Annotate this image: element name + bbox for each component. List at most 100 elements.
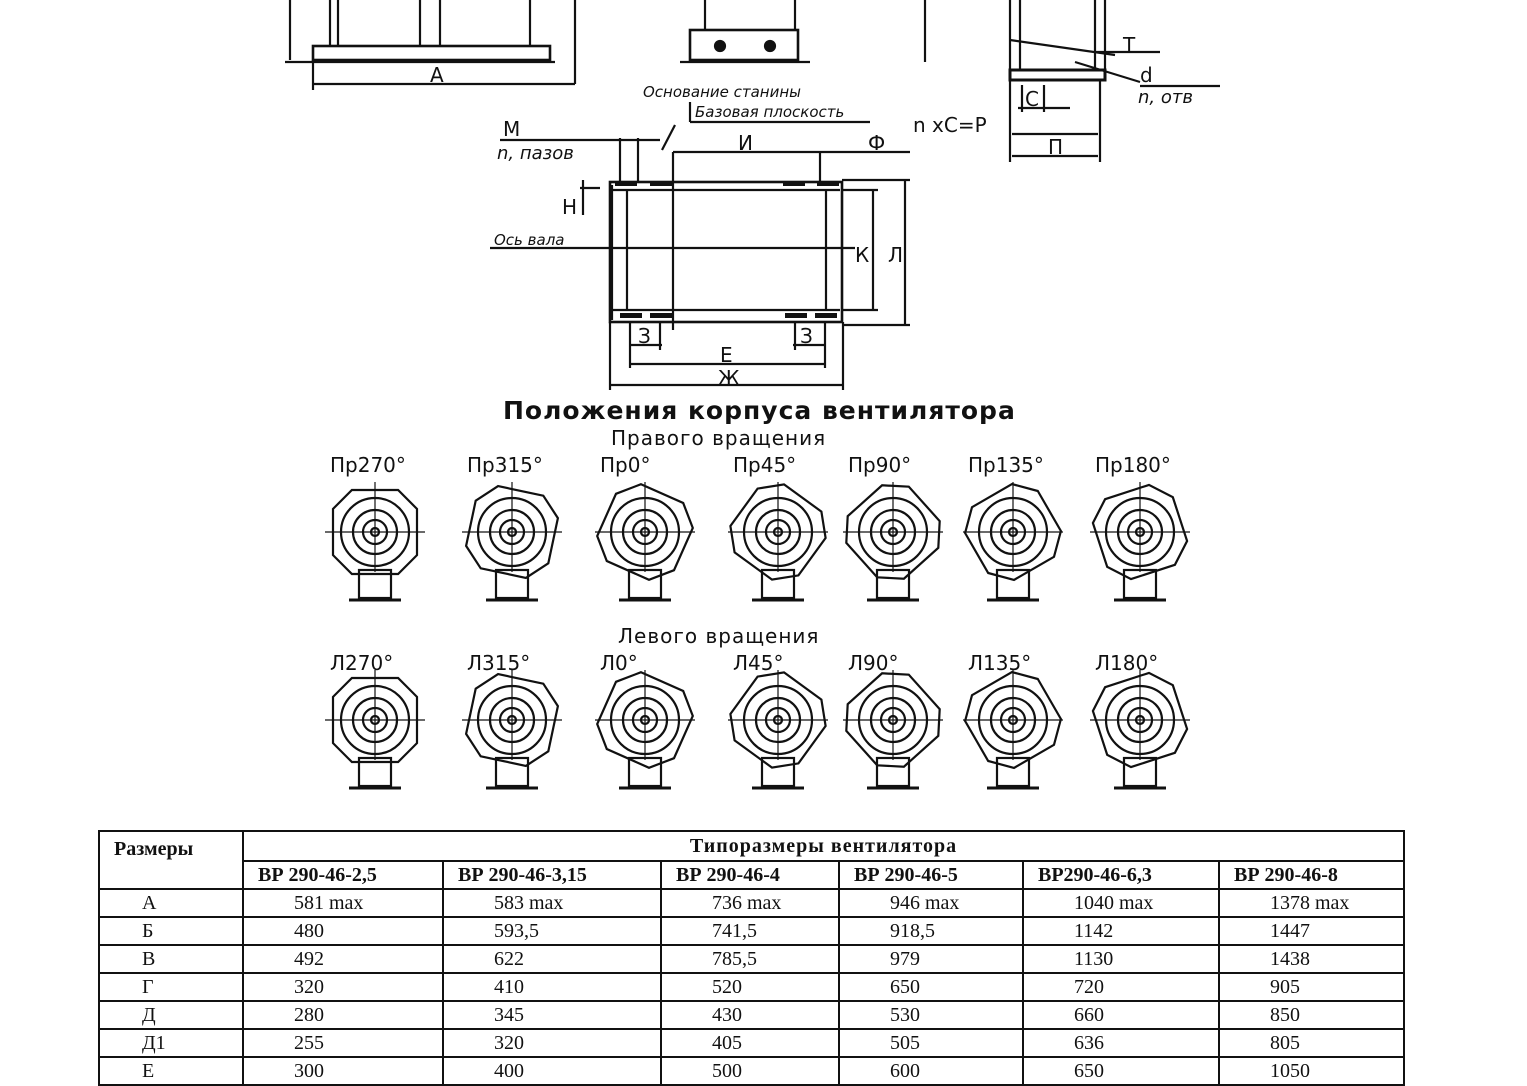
table-cell: 805 (1217, 1028, 1406, 1058)
housing-position-left: Л90° (843, 651, 943, 790)
housing-outline (963, 670, 1063, 770)
dim-label-a: А (430, 63, 444, 87)
group-header: Типоразмеры вентилятора (241, 830, 1406, 862)
housing-position-left: Л315° (462, 651, 562, 790)
table-cell: 905 (1217, 972, 1406, 1002)
position-label: Пр45° (733, 453, 796, 477)
holes-label: n, отв (1138, 87, 1193, 108)
housing-position-right: Пр90° (843, 453, 943, 602)
base-plane-label: Базовая плоскость (695, 103, 844, 121)
motor-base (760, 756, 796, 788)
motor-base (627, 568, 663, 600)
table-cell: 593,5 (442, 916, 662, 946)
right-rotation-heading: Правого вращения (611, 426, 826, 450)
table-cell: 345 (442, 1000, 662, 1030)
model-header: ВР 290-46-3,15 (442, 860, 662, 890)
position-label: Л90° (848, 651, 899, 675)
row-label: В (98, 944, 244, 974)
motor-base (1122, 756, 1158, 788)
table-cell: 405 (660, 1028, 840, 1058)
table-cell: 741,5 (660, 916, 840, 946)
position-label: Л135° (968, 651, 1031, 675)
position-label: Пр135° (968, 453, 1044, 477)
positions-title: Положения корпуса вентилятора (503, 396, 1016, 425)
left-rotation-heading: Левого вращения (618, 624, 819, 648)
housing-position-right: Пр45° (728, 453, 828, 602)
dim-label-i: И (738, 131, 753, 155)
table-cell: 400 (442, 1056, 662, 1086)
table-cell: 622 (442, 944, 662, 974)
table-cell: 636 (1022, 1028, 1220, 1058)
position-label: Пр180° (1095, 453, 1171, 477)
row-label: Д (98, 1000, 244, 1030)
table-cell: 736 max (660, 888, 840, 918)
row-label: Е (98, 1056, 244, 1086)
housing-position-right: Пр180° (1090, 453, 1190, 602)
table-cell: 581 max (242, 888, 444, 918)
housing-position-right: Пр0° (595, 453, 695, 602)
size-header: Размеры (98, 830, 244, 890)
table-cell: 1050 (1217, 1056, 1406, 1086)
table-cell: 785,5 (660, 944, 840, 974)
table-cell: 946 max (838, 888, 1024, 918)
table-cell: 650 (838, 972, 1024, 1002)
table-cell: 300 (242, 1056, 444, 1086)
motor-base (875, 568, 911, 600)
position-label: Л270° (330, 651, 393, 675)
table-cell: 1447 (1217, 916, 1406, 946)
table-cell: 850 (1217, 1000, 1406, 1030)
row-label: А (98, 888, 244, 918)
motor-base (357, 756, 393, 788)
dim-label-m: М (503, 117, 520, 141)
position-label: Пр270° (330, 453, 406, 477)
table-cell: 530 (838, 1000, 1024, 1030)
housing-outline (464, 672, 560, 768)
position-label: Пр0° (600, 453, 650, 477)
frame-base-label: Основание станины (643, 83, 801, 101)
table-cell: 650 (1022, 1056, 1220, 1086)
table-cell: 492 (242, 944, 444, 974)
motor-base (995, 568, 1031, 600)
housing-outline (596, 671, 694, 769)
table-cell: 1130 (1022, 944, 1220, 974)
dim-label-n: Н (562, 195, 577, 219)
housing-outline (331, 488, 419, 576)
position-label: Л180° (1095, 651, 1158, 675)
formula-label: n xC=P (913, 113, 987, 137)
dim-label-k: К (855, 243, 869, 267)
motor-base (494, 756, 530, 788)
table-cell: 520 (660, 972, 840, 1002)
table-cell: 720 (1022, 972, 1220, 1002)
table-cell: 480 (242, 916, 444, 946)
motor-base (357, 568, 393, 600)
housing-outline (464, 484, 560, 580)
dim-label-zh: Ж (718, 366, 740, 390)
left-rotation-positions: Л270°Л315°Л0°Л45°Л90°Л135°Л180° (325, 651, 1190, 790)
dim-label-z-left: З (638, 324, 651, 348)
position-label: Пр315° (467, 453, 543, 477)
table-cell: 1142 (1022, 916, 1220, 946)
housing-outline (729, 671, 827, 769)
housing-position-left: Л135° (963, 651, 1063, 790)
table-cell: 583 max (442, 888, 662, 918)
table-cell: 410 (442, 972, 662, 1002)
model-header: ВР290-46-6,3 (1022, 860, 1220, 890)
table-cell: 660 (1022, 1000, 1220, 1030)
dim-label-l: Л (888, 243, 903, 267)
table-cell: 1438 (1217, 944, 1406, 974)
shaft-axis-label: Ось вала (494, 231, 564, 249)
table-cell: 979 (838, 944, 1024, 974)
row-label: Б (98, 916, 244, 946)
motor-base (760, 568, 796, 600)
housing-position-right: Пр315° (462, 453, 562, 602)
side-view-top: А (285, 0, 577, 90)
position-label: Л315° (467, 651, 530, 675)
housing-outline (1091, 671, 1189, 769)
model-header: ВР 290-46-5 (838, 860, 1024, 890)
dim-label-f: Ф (868, 131, 885, 155)
housing-outline (729, 483, 827, 581)
